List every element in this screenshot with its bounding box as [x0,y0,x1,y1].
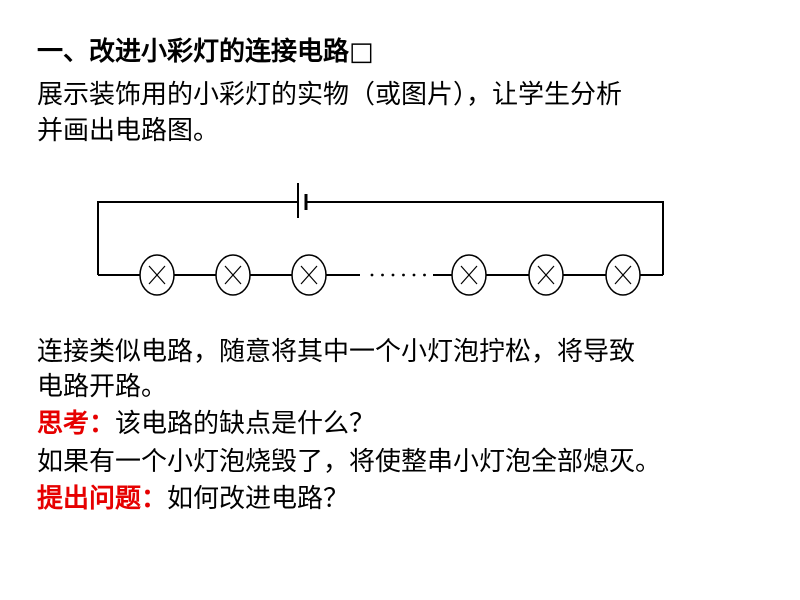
lamp-cross-icon [614,265,632,285]
ellipsis-dot [381,273,384,277]
think-line: 思考：该电路的缺点是什么？ [37,406,375,442]
wire [97,201,298,275]
slide-title: 一、改进小彩灯的连接电路□ [37,34,374,70]
answer-line: 如果有一个小灯泡烧毁了，将使整串小灯泡全部熄灭。 [37,447,662,477]
desc-line-1: 连接类似电路，随意将其中一个小灯泡拧松，将导致 [37,337,636,367]
title-text: 一、改进小彩灯的连接电路 [37,37,350,67]
problem-text: 如何改进电路？ [167,484,350,514]
think-label: 思考： [37,409,116,439]
ellipsis-dot [423,273,426,277]
intro-line-1: 展示装饰用的小彩灯的实物（或图片），让学生分析 [37,80,623,110]
problem-label: 提出问题： [37,484,168,514]
ellipsis-dot [370,273,374,277]
think-text: 该电路的缺点是什么？ [115,409,376,439]
lamp-cross-icon [460,265,478,285]
title-box-glyph: □ [349,37,374,67]
problem-line: 提出问题：如何改进电路？ [37,481,349,517]
ellipsis-dot [391,273,395,277]
lamp-cross-icon [148,265,166,285]
ellipsis-dot [412,273,416,277]
wire [306,201,664,275]
intro-line-2: 并画出电路图。 [37,116,220,146]
ellipsis-dot [402,273,405,277]
lamp-cross-icon [300,265,318,285]
desc-line-2: 电路开路。 [37,372,168,402]
lamp-cross-icon [224,265,242,285]
lamp-cross-icon [537,265,555,285]
